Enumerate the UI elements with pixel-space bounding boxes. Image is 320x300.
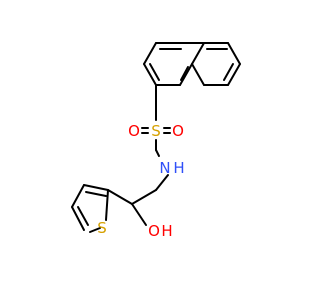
bond [89,227,101,233]
bond [143,42,157,65]
bond [107,189,133,205]
atom-sulfonyl-s: S [151,122,161,140]
bond [143,63,157,86]
bond [83,184,109,191]
bond [149,63,160,81]
bond [191,63,205,86]
atom-nitrogen-hydrogen: H [173,159,184,177]
atom-hydroxyl-oxygen: O [148,222,160,240]
atom-oxygen-right: O [172,122,184,140]
atom-oxygen-left: O [128,122,140,140]
chemical-structure: S O O N H O H S [71,42,241,240]
bond [227,42,241,65]
bond [223,63,234,81]
bond [180,66,189,81]
bond [105,189,109,221]
bond [85,191,107,197]
bond [227,63,241,86]
bond [77,206,89,226]
bond [155,149,160,157]
bond [131,189,157,205]
bond [131,203,147,226]
atom-labels: S O O N H O H S [97,122,184,240]
bond [155,174,169,191]
atom-nitrogen: N [159,159,170,177]
bond [71,184,85,208]
atom-hydroxyl-hydrogen: H [161,222,172,240]
atom-thiophene-s: S [97,219,107,237]
bond [71,206,85,231]
bonds [71,42,241,233]
bond [179,63,193,86]
bond [191,42,205,65]
